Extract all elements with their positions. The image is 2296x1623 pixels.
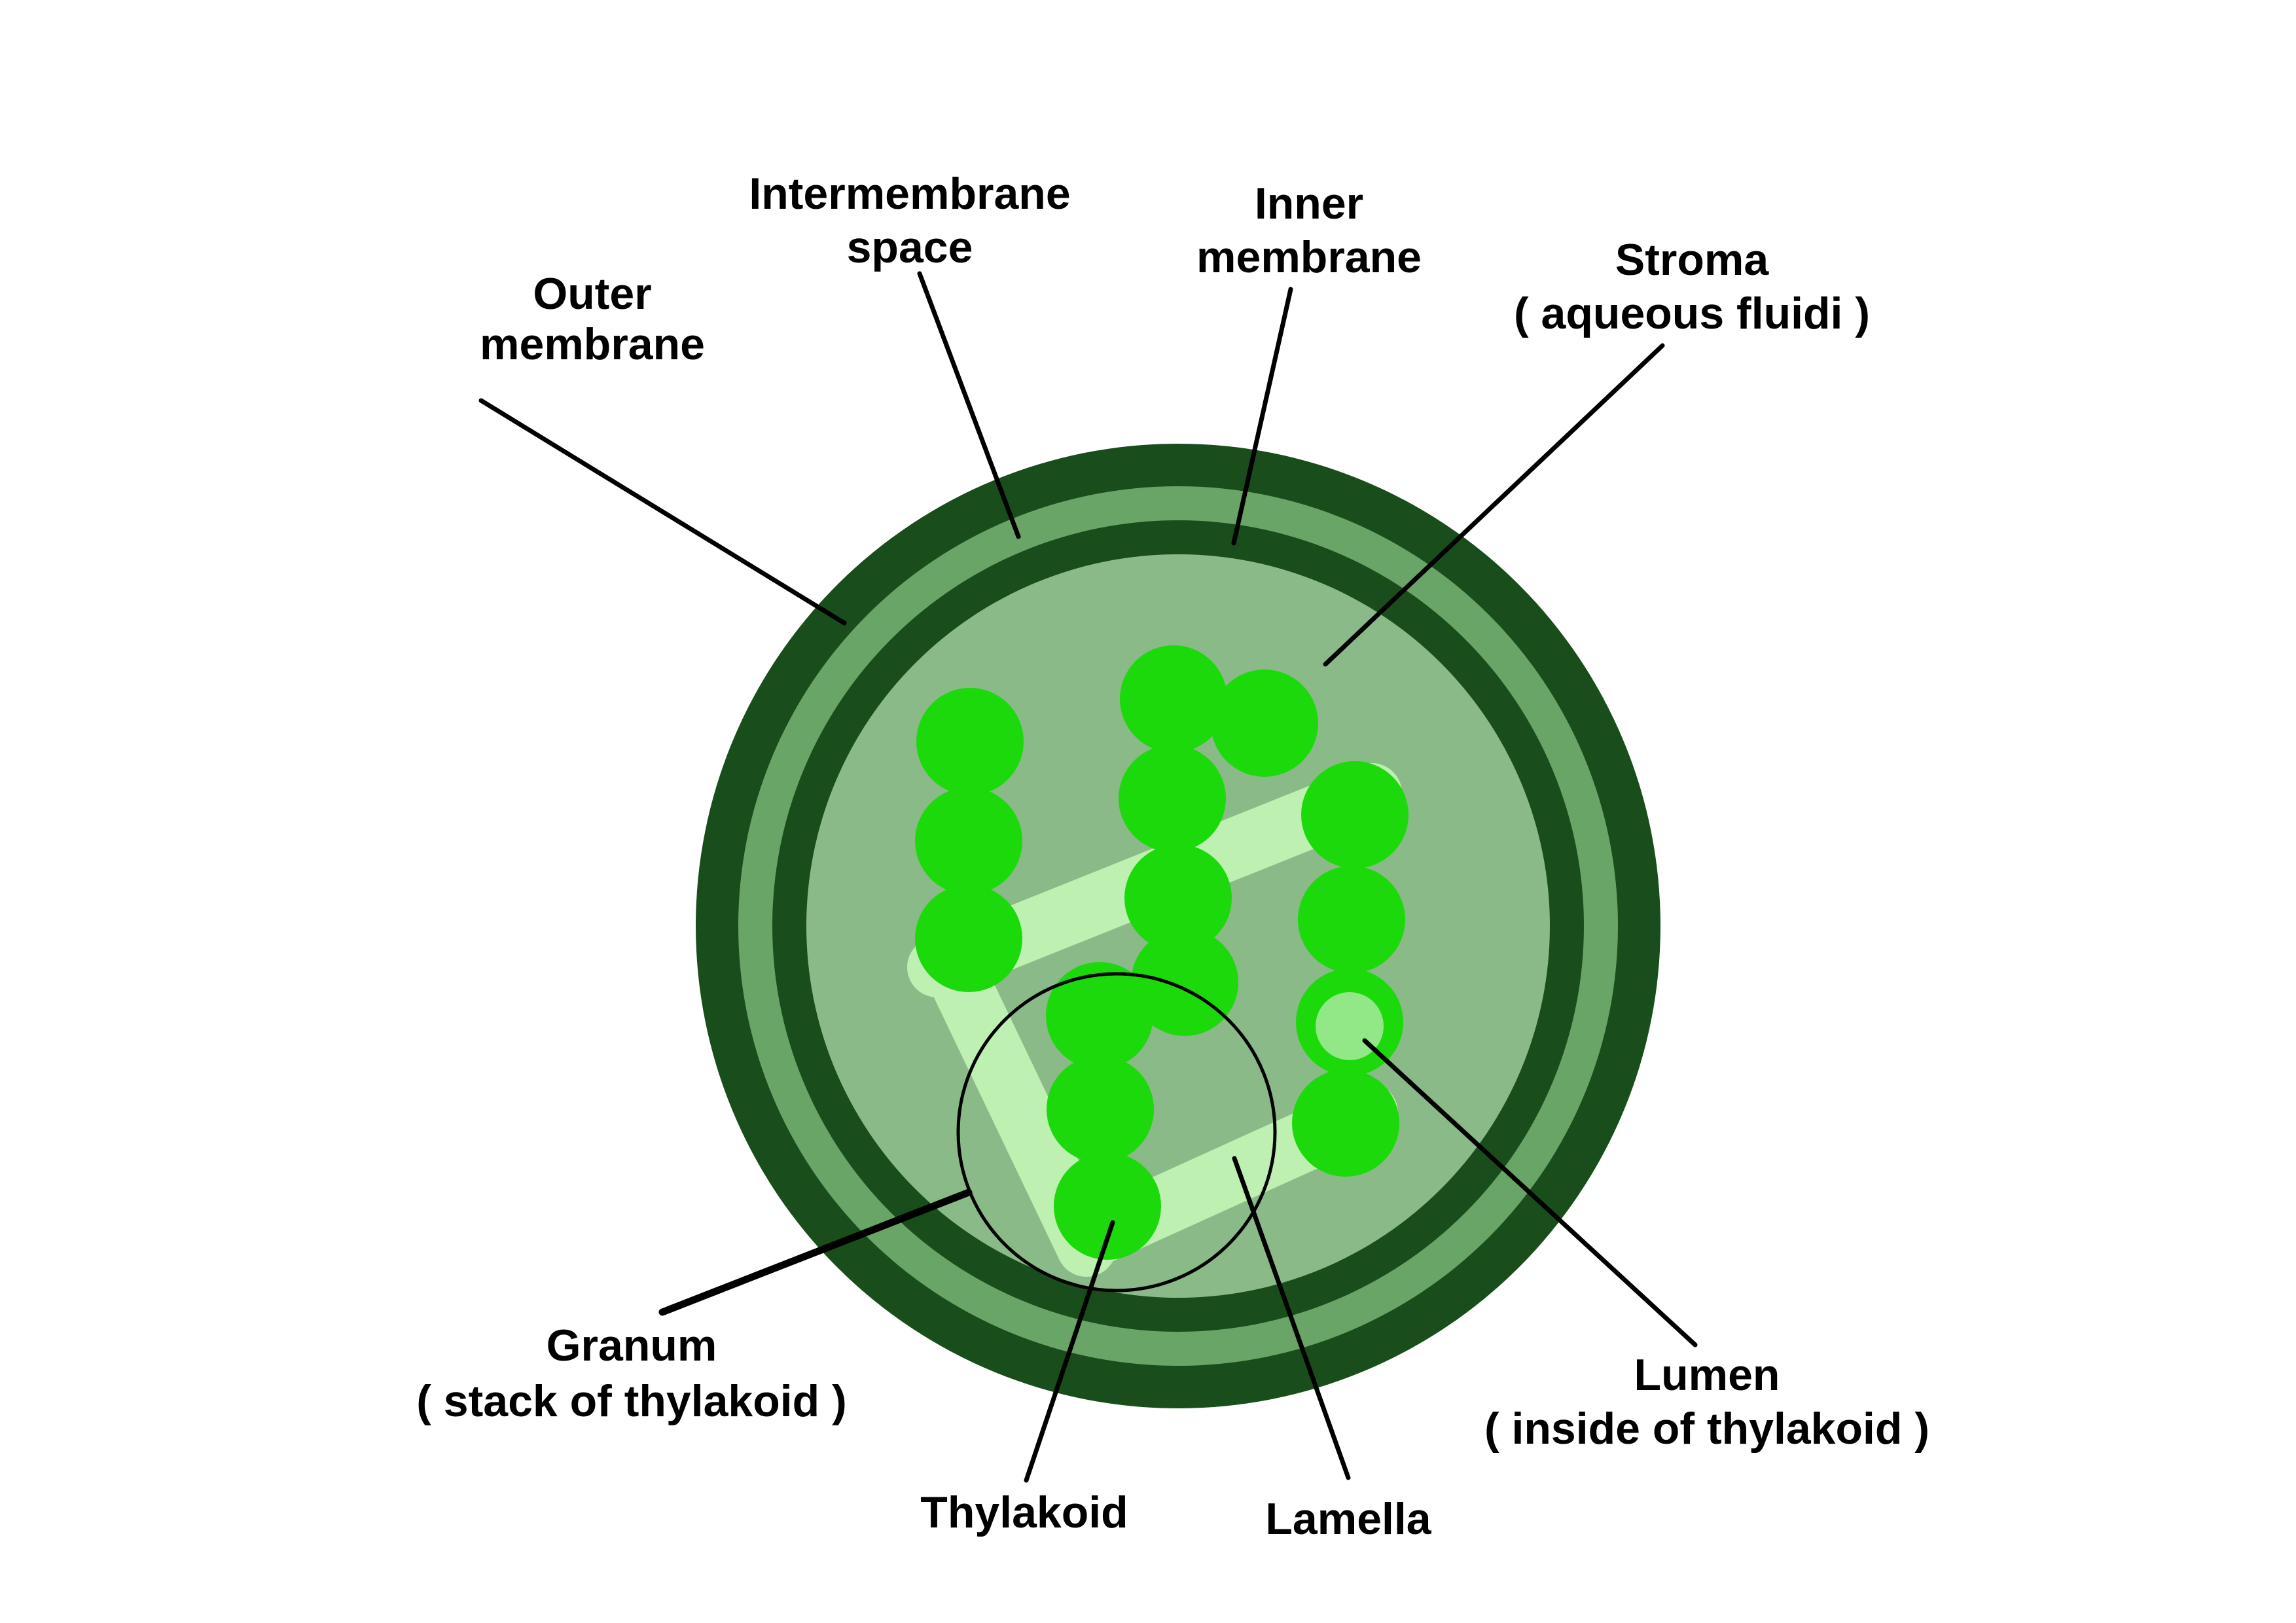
label-granum-line1: Granum [547, 1321, 717, 1370]
label-granum-line2: ( stack of thylakoid ) [416, 1376, 846, 1426]
label-lamella-line1: Lamella [1265, 1494, 1431, 1544]
leader-line-thylakoid [1024, 1220, 1115, 1483]
thylakoid-disc [916, 688, 1024, 795]
grana-stacks [915, 645, 1408, 1260]
label-stroma-line2: ( aqueous fluidi ) [1514, 289, 1870, 338]
granum-outline-circle [956, 972, 1277, 1293]
thylakoid-disc [1124, 844, 1232, 952]
labels: Outer membrane Intermembrane space Inner… [416, 169, 1929, 1544]
label-thylakoid: Thylakoid [920, 1488, 1128, 1537]
label-outer-membrane: Outer membrane [480, 269, 705, 369]
thylakoid-disc [915, 787, 1022, 895]
thylakoid-disc [1211, 669, 1318, 777]
label-granum: Granum ( stack of thylakoid ) [416, 1321, 846, 1426]
label-outer-membrane-line2: membrane [480, 319, 705, 369]
label-outer-membrane-line1: Outer [533, 269, 651, 319]
leader-line-intermembrane-space [917, 271, 1021, 539]
thylakoid-disc [1120, 645, 1227, 753]
thylakoid-disc [1046, 962, 1153, 1069]
label-lumen: Lumen ( inside of thylakoid ) [1484, 1350, 1929, 1454]
label-inner-membrane: Inner membrane [1196, 179, 1422, 282]
leader-line-granum [658, 1188, 973, 1316]
label-thylakoid-line1: Thylakoid [920, 1488, 1128, 1537]
leader-lines [478, 271, 1698, 1483]
label-intermembrane-space: Intermembrane space [749, 169, 1070, 272]
label-lamella: Lamella [1265, 1494, 1431, 1544]
label-lumen-line1: Lumen [1634, 1350, 1780, 1400]
thylakoid-disc [915, 885, 1022, 992]
label-stroma-line1: Stroma [1615, 235, 1769, 285]
thylakoid-disc [1119, 745, 1226, 852]
label-inner-membrane-line2: membrane [1196, 232, 1422, 282]
leader-line-lumen [1362, 1038, 1698, 1347]
label-stroma: Stroma ( aqueous fluidi ) [1514, 235, 1870, 338]
leader-line-outer-membrane [478, 398, 847, 626]
leader-line-lamella [1232, 1156, 1351, 1480]
label-intermembrane-space-line1: Intermembrane [749, 169, 1070, 219]
label-lumen-line2: ( inside of thylakoid ) [1484, 1404, 1929, 1454]
thylakoid-disc [1292, 1069, 1399, 1177]
label-intermembrane-space-line2: space [847, 223, 973, 272]
thylakoid-disc [1131, 929, 1238, 1036]
label-inner-membrane-line1: Inner [1255, 179, 1363, 228]
thylakoid-disc [1047, 1056, 1154, 1163]
leader-line-stroma [1323, 343, 1665, 667]
leader-line-inner-membrane [1231, 287, 1293, 546]
thylakoid-disc [1301, 761, 1408, 868]
thylakoid-disc [1298, 866, 1405, 973]
thylakoid-disc [1054, 1152, 1161, 1260]
